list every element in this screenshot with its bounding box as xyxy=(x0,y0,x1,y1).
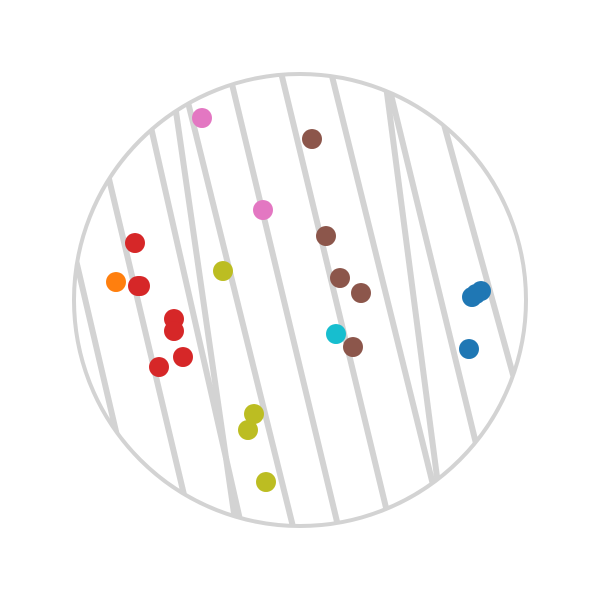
points-layer xyxy=(106,108,491,492)
olive-point xyxy=(244,404,264,424)
lines-layer xyxy=(74,74,523,526)
diagram-line xyxy=(325,74,441,506)
red-point xyxy=(130,276,150,296)
diagram-line xyxy=(74,199,128,471)
circle-boundary xyxy=(72,72,528,528)
diagram-line xyxy=(177,74,303,526)
diagram-line xyxy=(222,74,348,526)
diagram-line xyxy=(437,109,523,401)
diagram-line xyxy=(167,74,243,526)
brown-point xyxy=(302,129,322,149)
olive-point xyxy=(256,472,276,492)
brown-point xyxy=(343,337,363,357)
red-point xyxy=(149,357,169,377)
olive-point xyxy=(213,261,233,281)
blue-point xyxy=(459,339,479,359)
pink-point xyxy=(253,200,273,220)
brown-point xyxy=(316,226,336,246)
blue-point xyxy=(466,284,486,304)
diagram-line xyxy=(381,74,443,501)
red-point xyxy=(173,347,193,367)
diagram-line xyxy=(92,119,193,521)
diagram-line xyxy=(275,74,398,526)
olive-point xyxy=(238,420,258,440)
diagram-line xyxy=(382,74,483,461)
brown-point xyxy=(351,283,371,303)
red-point xyxy=(125,233,145,253)
brown-point xyxy=(330,268,350,288)
cyan-point xyxy=(326,324,346,344)
red-point xyxy=(164,321,184,341)
orange-point xyxy=(106,272,126,292)
pink-point xyxy=(192,108,212,128)
